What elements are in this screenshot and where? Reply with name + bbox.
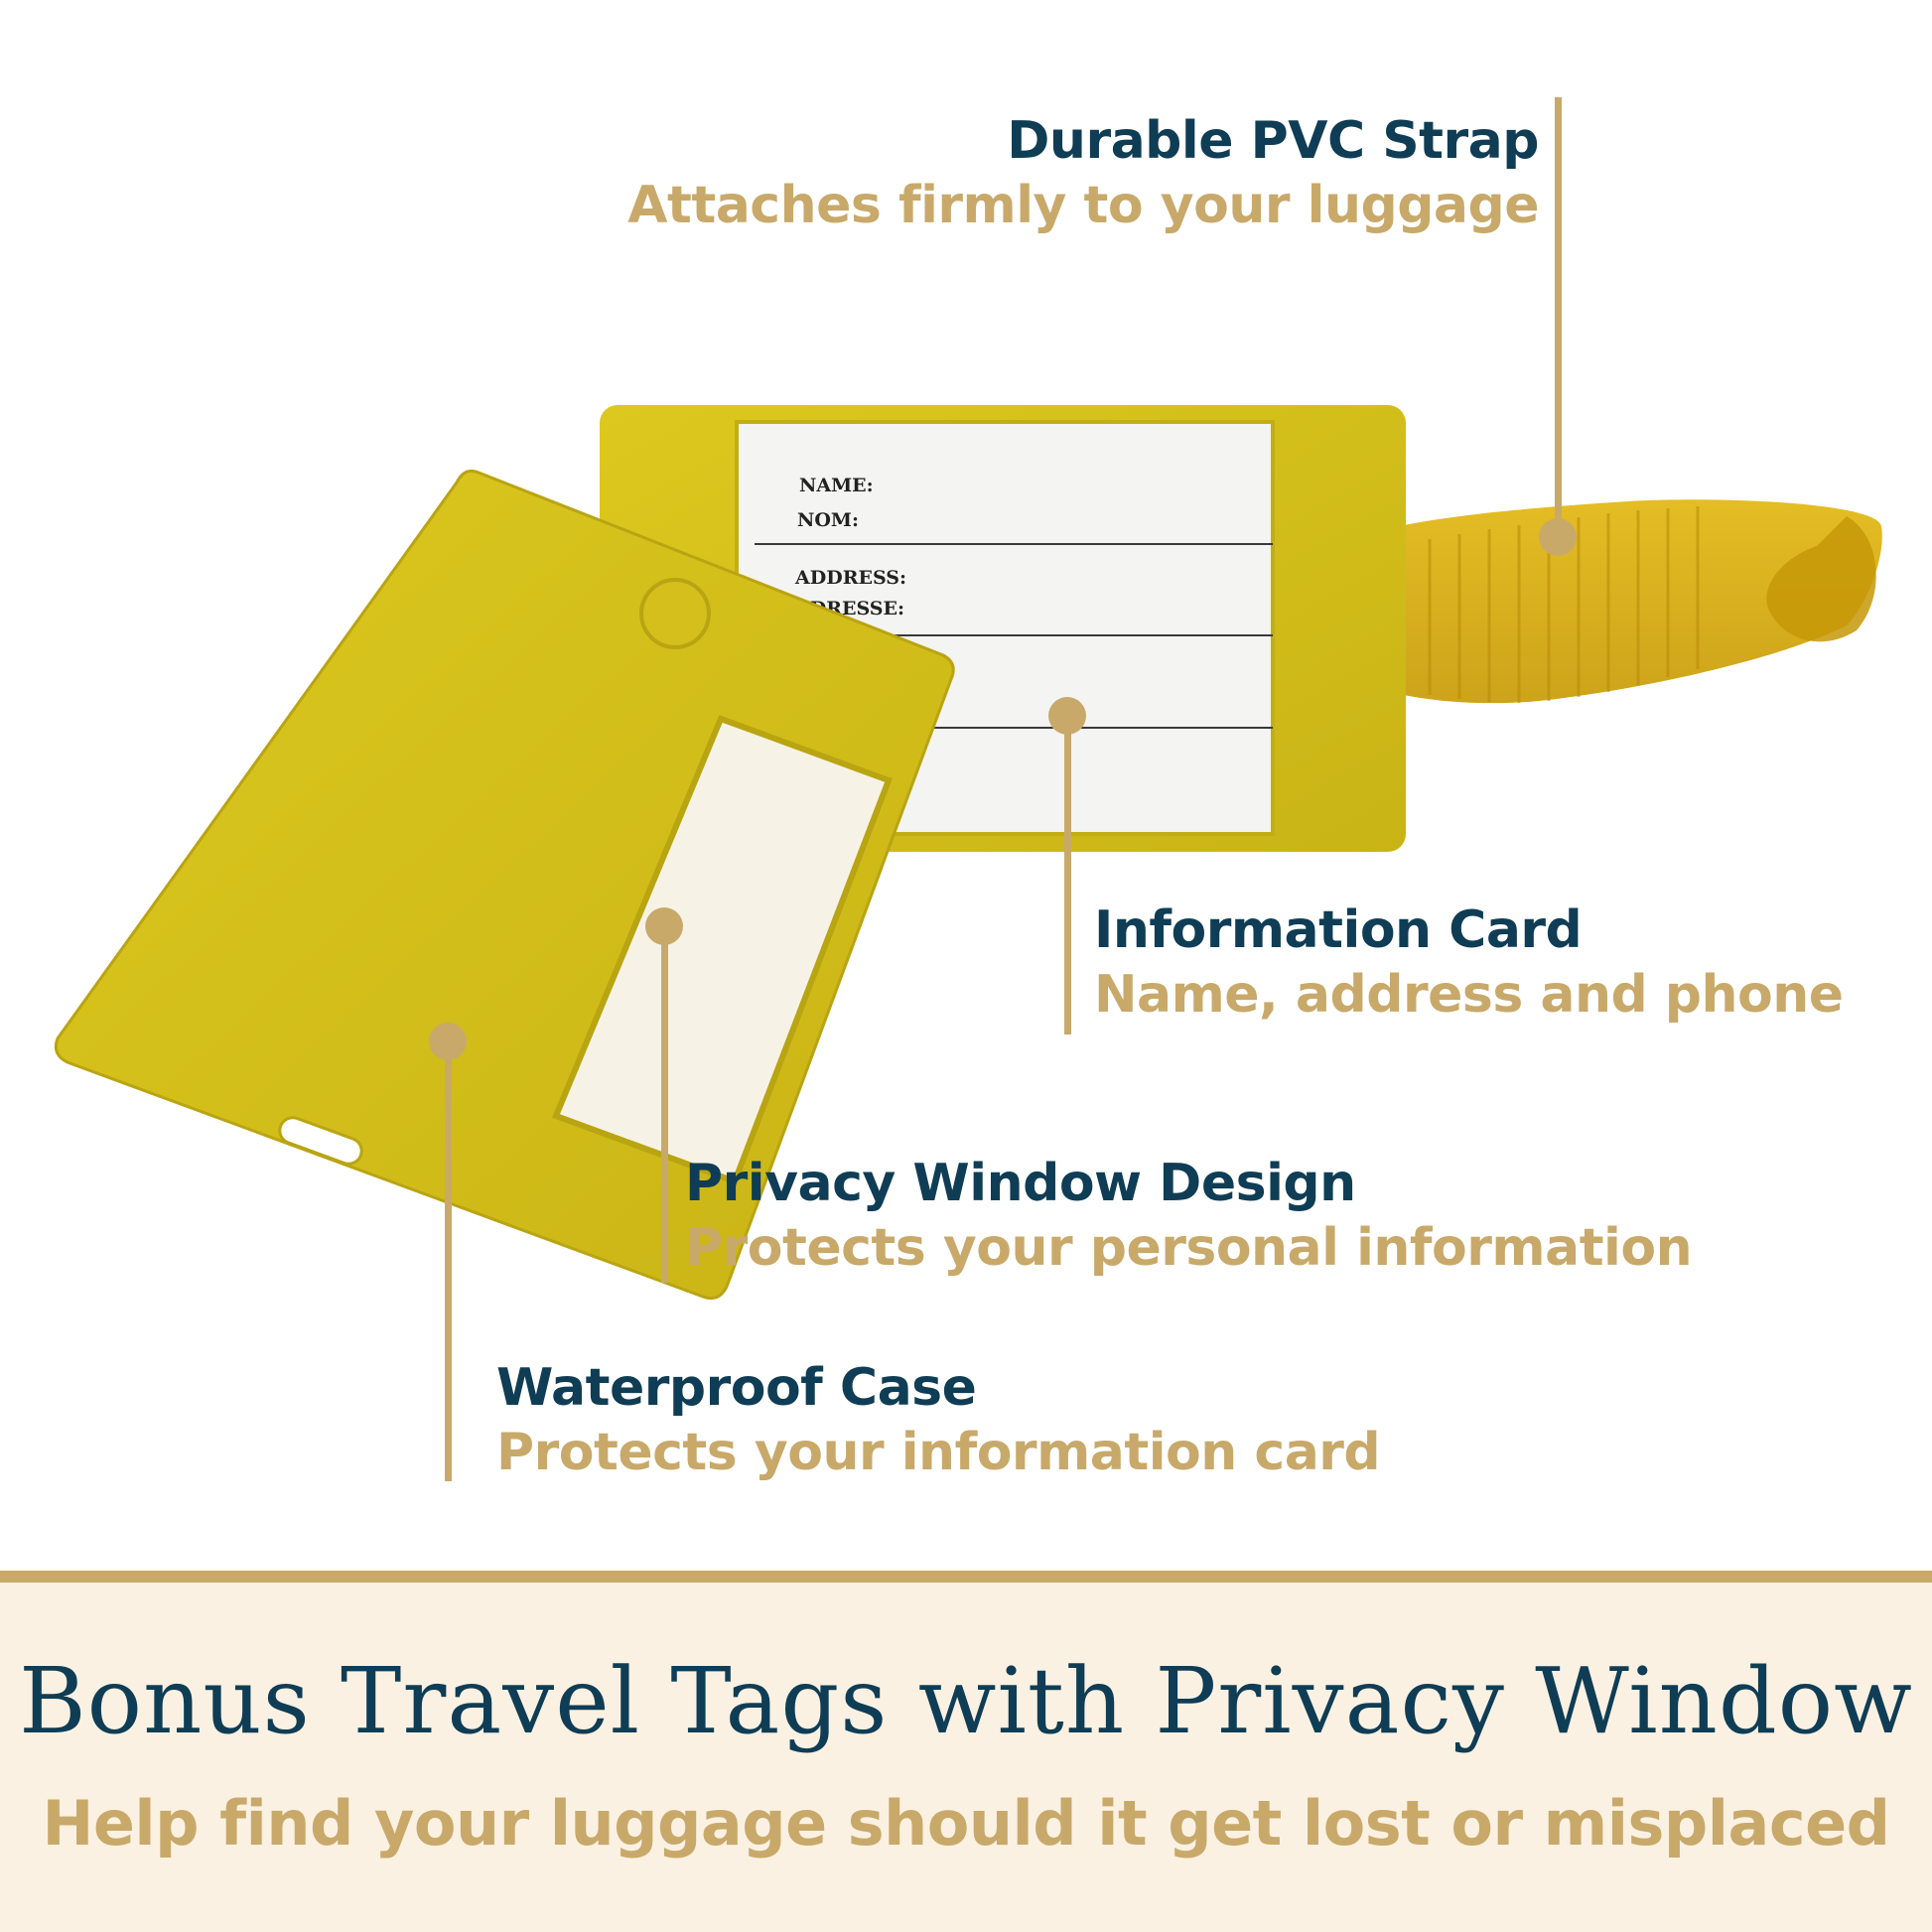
card-label-address: ADDRESS: xyxy=(794,567,906,589)
callout-card-title: Information Card xyxy=(1094,900,1583,960)
callout-case: Waterproof Case Protects your informatio… xyxy=(496,1356,1381,1485)
callout-case-subtitle: Protects your information card xyxy=(496,1423,1381,1482)
card-label-name: NAME: xyxy=(799,475,874,496)
card-guide-line xyxy=(1064,715,1071,1035)
case-guide-dot xyxy=(429,1023,467,1060)
callout-case-title: Waterproof Case xyxy=(496,1358,977,1418)
callout-window-subtitle: Protects your personal information xyxy=(685,1218,1693,1278)
strap-guide-dot xyxy=(1539,518,1577,556)
banner-divider xyxy=(0,1571,1932,1585)
callout-card: Information Card Name, address and phone xyxy=(1094,898,1844,1028)
case-guide-line xyxy=(445,1038,452,1481)
callout-strap-title: Durable PVC Strap xyxy=(1007,111,1539,171)
callout-window-title: Privacy Window Design xyxy=(685,1154,1356,1213)
callout-window: Privacy Window Design Protects your pers… xyxy=(685,1152,1693,1281)
privacy-cover xyxy=(54,469,955,1301)
callout-strap-subtitle: Attaches firmly to your luggage xyxy=(627,176,1539,235)
banner-title: Bonus Travel Tags with Privacy Window xyxy=(19,1648,1913,1754)
banner-subtitle: Help find your luggage should it get los… xyxy=(42,1787,1890,1860)
window-guide-line xyxy=(661,925,668,1283)
bottom-banner xyxy=(0,1583,1932,1932)
window-guide-dot xyxy=(645,907,683,945)
card-guide-dot xyxy=(1048,697,1086,735)
callout-card-subtitle: Name, address and phone xyxy=(1094,965,1844,1025)
callout-strap: Durable PVC Strap Attaches firmly to you… xyxy=(627,109,1539,238)
card-label-nom: NOM: xyxy=(797,509,859,531)
pvc-strap xyxy=(1322,499,1882,704)
strap-guide-line xyxy=(1555,97,1562,534)
